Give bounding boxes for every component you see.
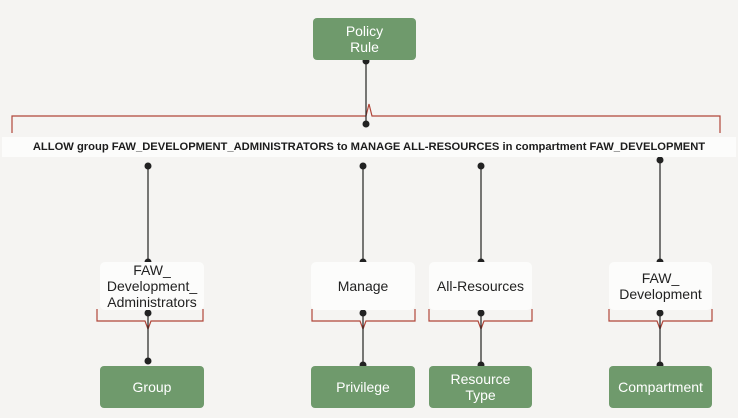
- policy-rule-box: Policy Rule: [313, 18, 416, 60]
- group-category-dot-bottom: [144, 357, 152, 365]
- group-connector-dot-top: [144, 162, 152, 170]
- compartment-connector-dot-top: [656, 156, 664, 164]
- group-value-box: FAW_ Development_ Administrators: [100, 262, 204, 310]
- compartment-value-box: FAW_ Development: [609, 262, 712, 310]
- privilege-connector-dot-top: [359, 162, 367, 170]
- resource-connector-dot-top: [477, 162, 485, 170]
- privilege-category-box: Privilege: [311, 366, 415, 408]
- compartment-category-dot-top: [656, 309, 664, 317]
- resource-type-category-box: Resource Type: [429, 366, 532, 408]
- rule-connector-dot-bottom: [362, 120, 370, 128]
- resource-category-dot-top: [477, 309, 485, 317]
- compartment-category-box: Compartment: [609, 366, 712, 408]
- statement-bracket: [11, 103, 721, 133]
- policy-statement: ALLOW group FAW_DEVELOPMENT_ADMINISTRATO…: [2, 137, 736, 157]
- group-category-box: Group: [100, 366, 204, 408]
- group-category-dot-top: [144, 309, 152, 317]
- resource-value-box: All-Resources: [429, 262, 532, 310]
- privilege-category-dot-top: [359, 309, 367, 317]
- privilege-value-box: Manage: [311, 262, 415, 310]
